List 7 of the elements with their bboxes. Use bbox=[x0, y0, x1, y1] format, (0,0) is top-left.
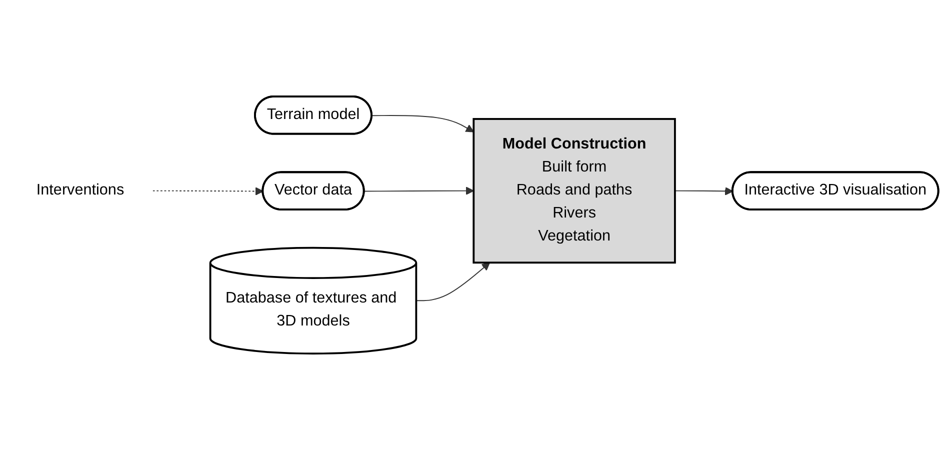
arrow bbox=[372, 115, 474, 132]
arrow bbox=[674, 186, 734, 196]
node-text: Interventions bbox=[36, 182, 124, 198]
arrow bbox=[152, 187, 264, 196]
arrow bbox=[416, 262, 490, 302]
node-box: Model Construction Built form Roads and paths Rivers Vegetation bbox=[472, 118, 676, 264]
arrow bbox=[364, 186, 474, 196]
